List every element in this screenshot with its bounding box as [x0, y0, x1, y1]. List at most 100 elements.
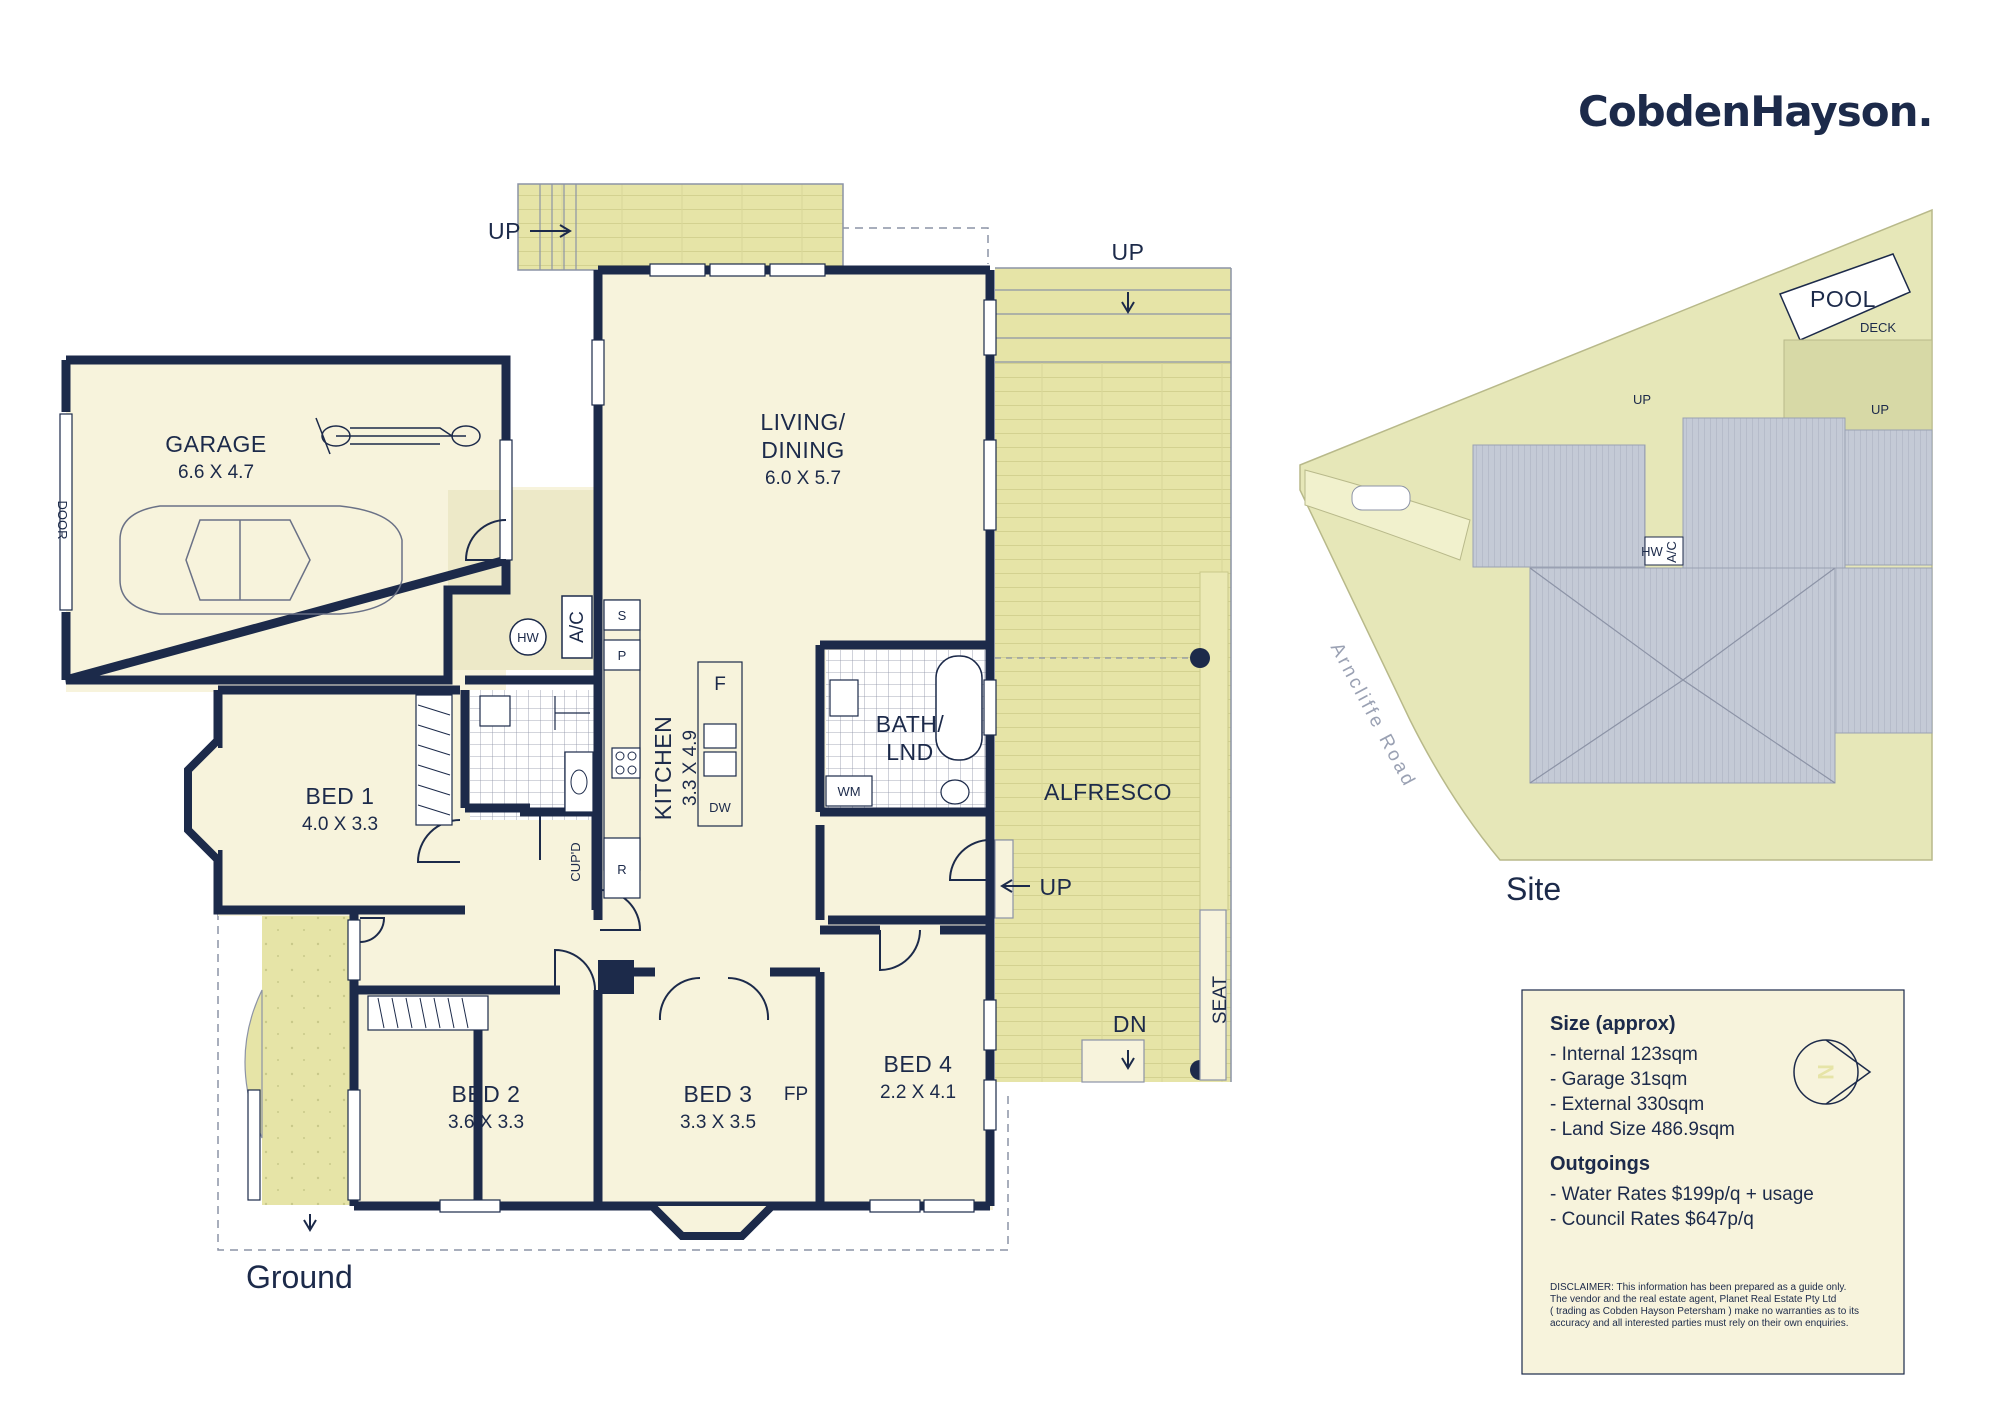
boundary-line: [575, 227, 989, 264]
disclaimer-line: DISCLAIMER: This information has been pr…: [1550, 1282, 1846, 1293]
room-bath-name-1: BATH/: [876, 711, 945, 737]
chimney: [598, 960, 634, 994]
site-up-label-2: UP: [1871, 402, 1889, 417]
room-bed2-name: BED 2: [452, 1081, 521, 1107]
site-up-label-1: UP: [1633, 392, 1651, 407]
size-item: - External 330sqm: [1550, 1094, 1704, 1115]
ground-floor-plan: [59, 183, 1232, 1251]
side-step: [994, 839, 1014, 919]
sink-icon: [703, 723, 737, 749]
ensuite-fixtures: [479, 695, 594, 813]
site-ac-label: A/C: [1664, 541, 1679, 563]
washing-machine-icon: [825, 775, 873, 807]
alfresco-deck: [995, 268, 1231, 1082]
roof-hips: [1529, 567, 1836, 784]
room-bath-name-2: LND: [886, 739, 934, 765]
front-porch: [262, 915, 354, 1205]
compass-north-label: N: [1813, 1064, 1838, 1080]
up-label-rear: UP: [488, 218, 521, 244]
deck-label: DECK: [1860, 320, 1896, 335]
boundary-line: [217, 912, 1009, 1251]
ac-unit: [561, 595, 593, 659]
bay-window-bed3: [649, 1203, 775, 1240]
cooktop-icon: [611, 747, 641, 779]
brand-logo: CobdenHayson.: [1578, 87, 1932, 136]
site-plan: POOL DECK UP UP HW A/C Arncliffe Road: [1299, 208, 1933, 861]
doors: [359, 519, 991, 1021]
room-bed4-dims: 2.2 X 4.1: [880, 1082, 956, 1103]
shelf-p: [603, 639, 641, 671]
size-item: - Land Size 486.9sqm: [1550, 1119, 1735, 1140]
disclaimer-line: accuracy and all interested parties must…: [1550, 1318, 1848, 1329]
room-garage-name: GARAGE: [165, 431, 266, 457]
disclaimer-line: ( trading as Cobden Hayson Petersham ) m…: [1550, 1306, 1859, 1317]
wardrobes: [367, 694, 489, 1031]
site-car-icon: [1351, 485, 1411, 511]
arrow-down-icon: [1121, 1050, 1135, 1070]
roof-rear: [1472, 444, 1646, 568]
room-living-dims: 6.0 X 5.7: [765, 468, 841, 489]
room-bed3-name: BED 3: [684, 1081, 753, 1107]
room-living-name-1: LIVING/: [760, 409, 845, 435]
outgoings-heading: Outgoings: [1550, 1153, 1650, 1175]
site-caption: Site: [1506, 871, 1561, 907]
hot-water-unit: [509, 618, 547, 656]
room-bed1-name: BED 1: [306, 783, 375, 809]
basin-icon: [564, 751, 594, 813]
bathtub-icon: [935, 655, 983, 761]
alfresco-step-lines: [995, 289, 1231, 363]
vanity-icon: [829, 679, 859, 717]
seat-label: SEAT: [1210, 976, 1231, 1025]
room-living-name-2: DINING: [761, 437, 845, 463]
fireplace-label: FP: [784, 1084, 808, 1105]
shelf-s: [603, 599, 641, 631]
shower-screen-icon: [554, 696, 590, 730]
garage-door-label: DOOR: [55, 501, 70, 540]
room-bed4-name: BED 4: [884, 1051, 953, 1077]
ac-label: A/C: [567, 611, 588, 643]
arrow-right-icon: [530, 224, 572, 238]
toilet-icon: [940, 779, 970, 805]
info-panel: Size (approx) - Internal 123sqm - Garage…: [1521, 989, 1905, 1375]
motorcycle-icon: [315, 417, 481, 455]
driveway: [1304, 469, 1471, 561]
toilet-icon: [479, 695, 511, 727]
outgoings-item: - Council Rates $647p/q: [1550, 1209, 1754, 1230]
room-kitchen-dims: 3.3 X 4.9: [680, 730, 701, 806]
roof-main: [1529, 567, 1836, 784]
disclaimer-line: The vendor and the real estate agent, Pl…: [1550, 1294, 1836, 1305]
pool-label: POOL: [1810, 286, 1876, 312]
planter-strip: [1199, 571, 1229, 911]
car-icon: [119, 505, 403, 615]
room-bed1-dims: 4.0 X 3.3: [302, 814, 378, 835]
bath-fixtures: [825, 655, 983, 807]
roof-side: [1834, 567, 1933, 734]
floor-caption: Ground: [246, 1259, 353, 1295]
rear-landing: [517, 183, 844, 271]
arrow-down-icon: [1121, 292, 1135, 314]
room-kitchen-name: KITCHEN: [650, 716, 676, 820]
room-garage-dims: 6.6 X 4.7: [178, 462, 254, 483]
fridge-r-label: R: [617, 862, 626, 877]
room-alfresco-name: ALFRESCO: [1044, 779, 1172, 805]
plan-markers: UP UP UP DN SEAT HW A/C S P F R DW WM FP…: [55, 218, 1231, 1232]
dishwasher-label: DW: [709, 800, 731, 815]
arrow-down-icon: [303, 1214, 317, 1232]
cupboard-label: CUP'D: [568, 842, 583, 881]
dn-label: DN: [1113, 1011, 1147, 1037]
post-icon: [1190, 648, 1210, 668]
room-labels: GARAGE 6.6 X 4.7 LIVING/ DINING 6.0 X 5.…: [165, 409, 1172, 1133]
shelf-s-label: S: [618, 608, 627, 623]
site-hw-label: HW: [1641, 544, 1663, 559]
up-label-alfresco: UP: [1112, 239, 1145, 265]
shelf-p-label: P: [618, 648, 627, 663]
room-bed2-dims: 3.6 X 3.3: [448, 1112, 524, 1133]
bay-window-bed1: [184, 737, 221, 863]
up-label-side: UP: [1040, 874, 1073, 900]
room-bed3-dims: 3.3 X 3.5: [680, 1112, 756, 1133]
seat-bench: [1199, 909, 1227, 1081]
roof-rear-right: [1682, 417, 1846, 569]
fridge-f-label: F: [714, 674, 726, 695]
dn-step: [1081, 1039, 1145, 1083]
